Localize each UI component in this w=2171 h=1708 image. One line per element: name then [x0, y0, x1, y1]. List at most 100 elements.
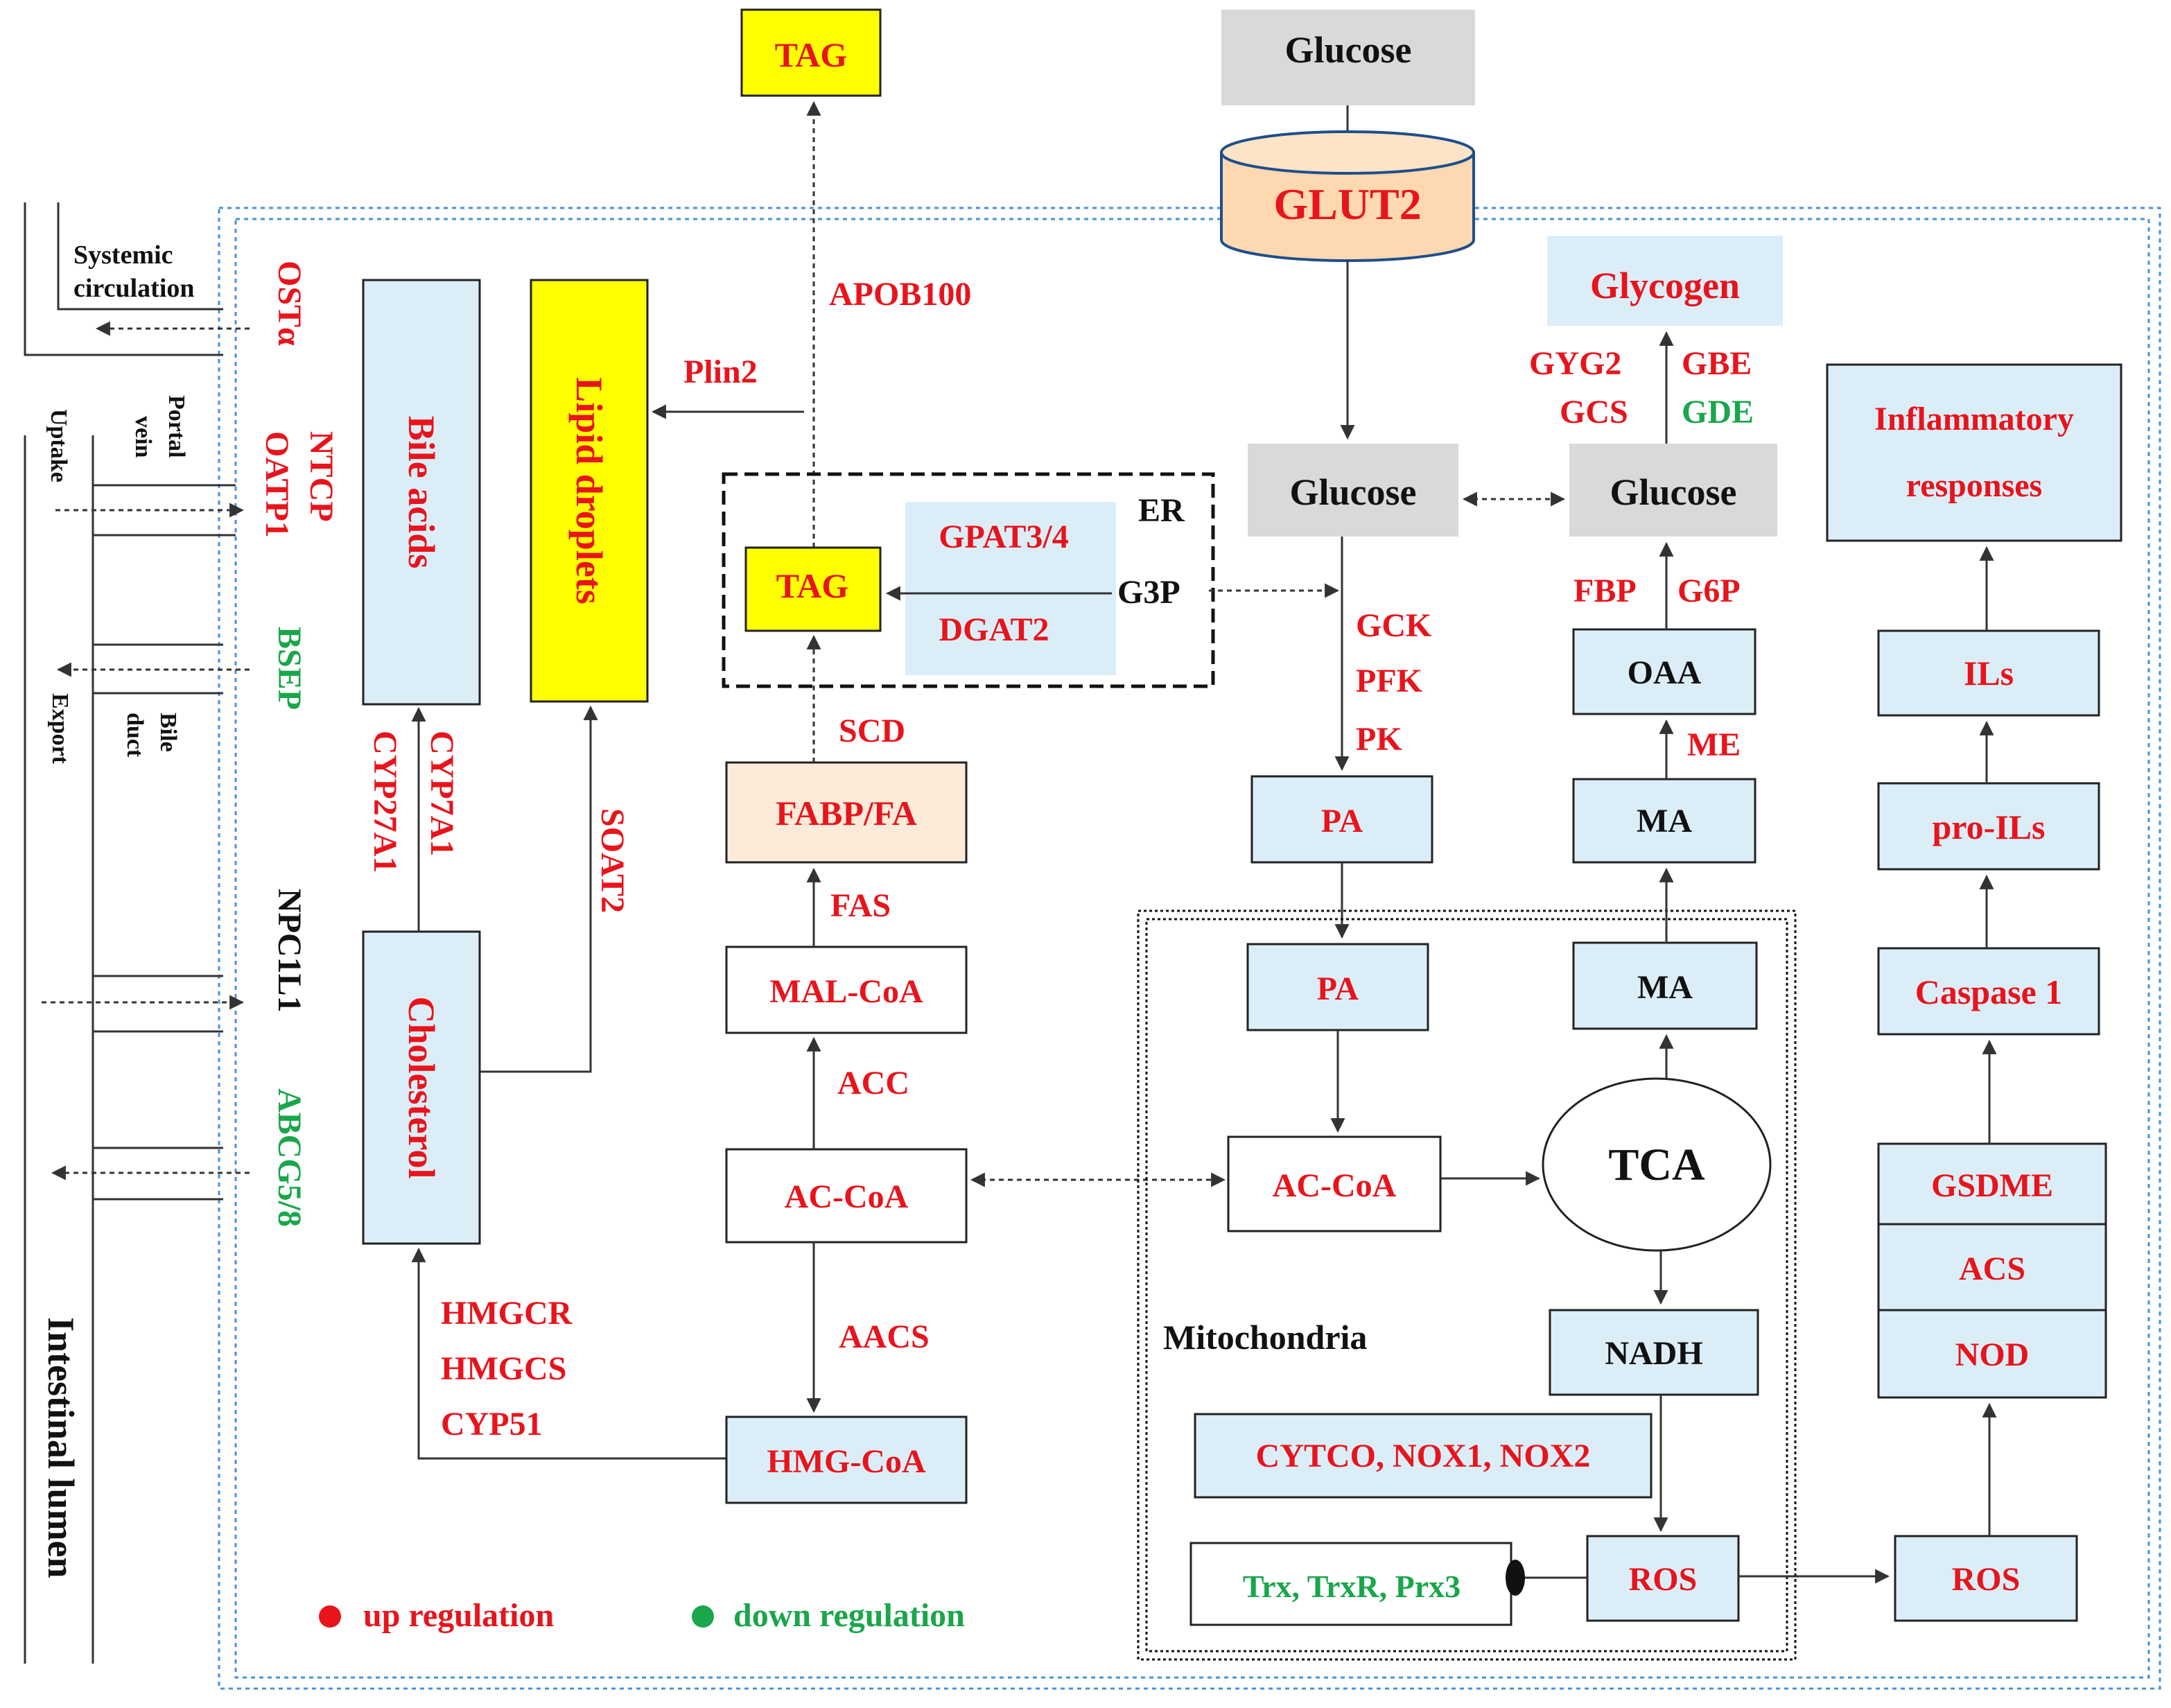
tag-top-label: TAG: [775, 35, 848, 74]
tag-top-box: [740, 8, 882, 97]
mal-coa-box: [725, 946, 968, 1034]
fabp-fa-label: FABP/FA: [776, 794, 917, 833]
abcg-lines: [51, 1147, 250, 1201]
enzyme-gck: GCK: [1356, 607, 1431, 644]
portal-label-2: vein: [130, 416, 156, 458]
hmg-coa-box: [725, 1415, 968, 1504]
bile-acids-label: Bile acids: [401, 416, 442, 569]
intestinal-lumen-label: Intestinal lumen: [40, 1317, 82, 1578]
cell-boundary-outer: [218, 207, 2161, 1690]
enzyme-hmgcr: HMGCR: [441, 1295, 573, 1332]
oaa-box: [1572, 628, 1756, 715]
fabp-fa-box: [725, 761, 968, 864]
transporter-bsep: BSEP: [271, 627, 308, 710]
portal-label-1: Portal: [164, 395, 189, 458]
export-label: Export: [47, 693, 73, 765]
nadh-box: [1549, 1309, 1759, 1396]
ros-right-box: [1894, 1535, 2078, 1622]
enzyme-me: ME: [1687, 726, 1741, 763]
ac-coa-cyto-box: [725, 1148, 968, 1244]
legend-up-label: up regulation: [363, 1597, 554, 1634]
lipid-droplets-label: Lipid droplets: [568, 377, 610, 604]
enzyme-cyp7a1: CYP7A1: [424, 731, 460, 856]
mitochondria-outer: [1137, 909, 1797, 1661]
nod-label: NOD: [1955, 1336, 2030, 1373]
enzyme-gcs: GCS: [1560, 394, 1628, 430]
glycogen-box: [1547, 236, 1783, 326]
inhibition-cap: [1506, 1560, 1525, 1596]
tag-er-box: [744, 546, 882, 632]
glut2-transporter: [1220, 130, 1475, 262]
inflammatory-label-2: responses: [1906, 467, 2042, 504]
legend-down-dot: [692, 1605, 714, 1628]
inflammatory-box: [1826, 363, 2122, 542]
enzyme-pfk: PFK: [1356, 663, 1422, 699]
enzyme-gyg2: GYG2: [1529, 345, 1621, 382]
oaa-label: OAA: [1628, 654, 1702, 691]
enzyme-pk: PK: [1356, 721, 1402, 758]
pa-mito-label: PA: [1317, 970, 1359, 1007]
er-label: ER: [1138, 492, 1185, 529]
cytco-label: CYTCO, NOX1, NOX2: [1256, 1438, 1591, 1474]
nod-box: [1877, 1309, 2107, 1399]
enzyme-aacs: AACS: [839, 1318, 930, 1355]
transporter-npc1l1: NPC1L1: [271, 889, 308, 1013]
enzyme-hmgcs: HMGCS: [441, 1350, 566, 1387]
transporter-ost: OSTα: [271, 261, 308, 346]
ac-coa-mito-box: [1227, 1135, 1442, 1232]
cholesterol-label: Cholesterol: [401, 997, 442, 1179]
ils-box: [1877, 629, 2100, 717]
enzyme-apob100: APOB100: [829, 276, 971, 313]
uptake-label: Uptake: [46, 409, 71, 482]
tca-label: TCA: [1608, 1140, 1705, 1190]
npc1l1-lines: [42, 975, 245, 1033]
gsdme-label: GSDME: [1931, 1167, 2053, 1204]
legend-down-label: down regulation: [733, 1597, 965, 1634]
transporter-ntcp: NTCP: [303, 431, 340, 522]
nadh-label: NADH: [1605, 1335, 1702, 1372]
caspase-box: [1877, 947, 2100, 1036]
glycogen-label: Glycogen: [1590, 265, 1740, 306]
glucose-top-label: Glucose: [1285, 29, 1412, 71]
mitochondria-label: Mitochondria: [1163, 1318, 1367, 1357]
legend-up-dot: [319, 1605, 341, 1628]
trx-label: Trx, TrxR, Prx3: [1243, 1569, 1461, 1604]
mitochondria-inner: [1145, 918, 1788, 1653]
ma-mito-box: [1572, 941, 1758, 1030]
transporter-oatp1: OATP1: [259, 431, 295, 538]
tag-er-label: TAG: [776, 566, 849, 605]
glucose-right-label: Glucose: [1610, 471, 1737, 513]
enzyme-acc: ACC: [837, 1065, 909, 1101]
enzyme-gde: GDE: [1682, 394, 1754, 430]
hmg-coa-label: HMG-CoA: [767, 1443, 926, 1480]
hmgcoa-to-cholesterol-arrow: [411, 1247, 726, 1460]
enzyme-gpat: GPAT3/4: [939, 518, 1069, 555]
enzyme-cyp27a1: CYP27A1: [367, 731, 403, 873]
systemic-label-2: circulation: [73, 274, 195, 303]
bile-duct-label-1: Bile: [155, 713, 181, 752]
enzyme-scd: SCD: [839, 713, 905, 749]
inflammatory-label-1: Inflammatory: [1874, 401, 2074, 437]
enzyme-fas: FAS: [830, 887, 891, 924]
transporter-abcg: ABCG5/8: [271, 1088, 308, 1227]
pa-cyto-label: PA: [1321, 803, 1363, 839]
enzyme-gbe: GBE: [1682, 345, 1752, 382]
er-box: [722, 472, 1215, 688]
enzyme-soat2: SOAT2: [594, 808, 631, 913]
glucose-mid-box: [1248, 444, 1458, 537]
cytco-box: [1194, 1413, 1653, 1499]
acs-label: ACS: [1959, 1250, 2025, 1287]
gpat-dgat-box: [905, 502, 1116, 675]
pro-ils-box: [1877, 782, 2100, 871]
enzyme-plin2: Plin2: [683, 354, 758, 390]
ac-coa-cyto-label: AC-CoA: [785, 1178, 909, 1215]
ros-right-label: ROS: [1952, 1561, 2021, 1598]
enzyme-fbp: FBP: [1573, 573, 1637, 609]
glucose-top-box: [1221, 10, 1475, 105]
cell-boundary-inner: [234, 218, 2150, 1679]
ma-mito-label: MA: [1637, 969, 1693, 1006]
lipid-droplets-box: [530, 279, 649, 703]
g3p-label: G3P: [1117, 574, 1180, 611]
bile-duct-label-2: duct: [122, 713, 148, 758]
tca-circle: [1542, 1077, 1772, 1252]
